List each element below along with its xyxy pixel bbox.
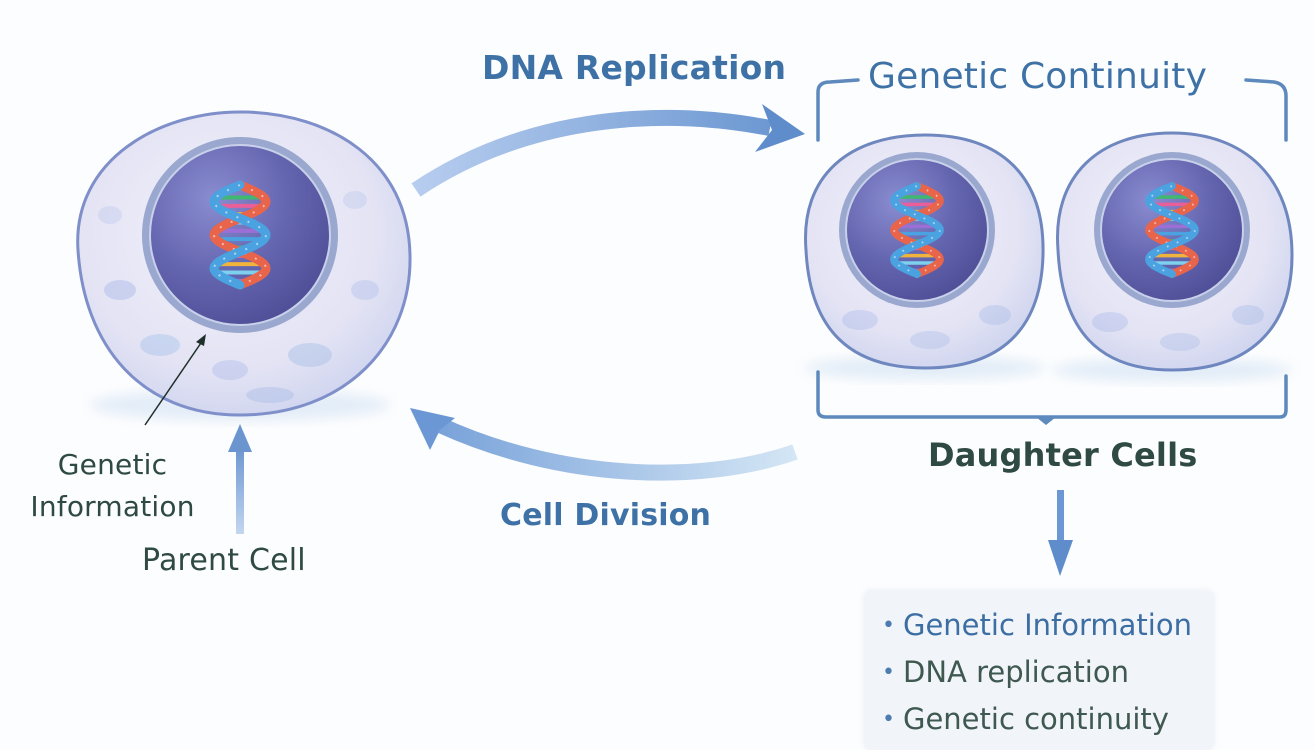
parent-cell-up-arrow	[228, 424, 252, 534]
parent-dna-icon	[209, 180, 271, 290]
cell-division-arrow	[410, 408, 798, 481]
summary-item-text: Genetic continuity	[902, 702, 1169, 736]
genetic-information-label-line2: Information	[30, 490, 195, 523]
bullet-icon: •	[882, 707, 895, 732]
genetic-information-pointer	[144, 334, 206, 426]
summary-item: • Genetic continuity	[882, 696, 1214, 743]
parent-cell-label: Parent Cell	[142, 543, 306, 578]
daughter-cell-2-dna-icon	[1145, 182, 1199, 278]
genetic-continuity-bracket	[816, 78, 1288, 142]
dna-replication-label: DNA Replication	[482, 48, 787, 87]
daughter-cells-label: Daughter Cells	[928, 436, 1198, 474]
daughter-bracket-pointer	[1036, 417, 1056, 425]
parent-cell	[76, 110, 412, 421]
dna-strand	[209, 180, 271, 290]
dna-strand	[1145, 182, 1199, 278]
bullet-icon: •	[882, 613, 895, 638]
summary-list: • Genetic Information • DNA replication • G…	[864, 590, 1214, 743]
parent-cell-organelles	[98, 191, 379, 403]
bullet-icon: •	[882, 660, 895, 685]
daughter-cell-1-dna-icon	[890, 182, 944, 278]
dna-replication-arrow	[411, 104, 805, 197]
summary-item: • DNA replication	[882, 649, 1214, 696]
summary-item-text: DNA replication	[902, 655, 1129, 689]
dna-strand	[890, 182, 944, 278]
summary-item: • Genetic Information	[882, 602, 1214, 649]
daughter-cell-2-nucleus	[1100, 158, 1244, 302]
parent-nucleus	[149, 144, 331, 326]
genetic-information-label-line1: Genetic	[57, 448, 168, 481]
dna-strand	[209, 180, 271, 290]
summary-item-text: Genetic Information	[902, 608, 1192, 642]
daughter-cell-1	[804, 133, 1045, 380]
genetic-continuity-label: Genetic Continuity	[868, 56, 1208, 97]
daughter-cells-down-arrow	[1048, 490, 1073, 576]
dna-strand	[1145, 182, 1199, 278]
dna-strand	[890, 182, 944, 278]
cell-division-label: Cell Division	[500, 498, 712, 533]
daughter-cell-2	[1052, 131, 1294, 382]
daughter-cell-1-nucleus	[845, 158, 989, 302]
genetic-information-label: Genetic Information	[20, 444, 205, 528]
summary-box: • Genetic Information • DNA replication • G…	[864, 590, 1214, 750]
